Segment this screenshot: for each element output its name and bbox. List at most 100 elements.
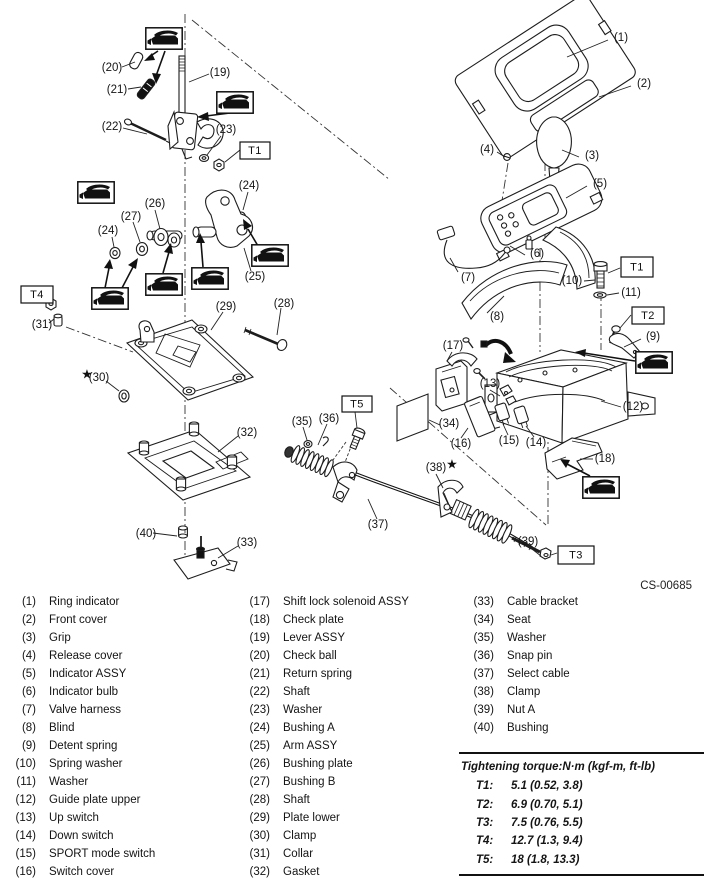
part-callout: (36)	[319, 413, 340, 425]
part-callout: (11)	[621, 287, 641, 299]
part-callout: (15)	[499, 435, 520, 447]
part-name: Valve harness	[49, 704, 122, 716]
part-callout: (4)	[480, 144, 494, 156]
part-callout: (38)	[426, 462, 447, 474]
part-callout: (31)	[32, 319, 53, 331]
valve-harness-part	[436, 225, 511, 269]
seat-part	[396, 393, 429, 442]
parts-list-item: (3)Grip	[6, 629, 236, 647]
part-callout: (1)	[614, 32, 628, 44]
indicator-skirt	[542, 226, 596, 290]
parts-list-item: (4) Release cover	[6, 647, 236, 665]
blind-part	[461, 260, 568, 321]
part-name: Nut A	[507, 704, 536, 716]
part-number: (13)	[15, 812, 36, 824]
part-callout: (17)	[443, 340, 464, 352]
part-name: Release cover	[49, 650, 123, 662]
part-number: (23)	[249, 704, 270, 716]
clamp38-part	[437, 479, 464, 518]
torque-tag: T3	[557, 545, 595, 565]
torque-row: T3: 7.5 (0.76, 5.5)	[459, 814, 704, 832]
part-name: SPORT mode switch	[49, 848, 156, 860]
part-number: (15)	[15, 848, 36, 860]
part-number: (24)	[249, 722, 270, 734]
parts-list-item: (31)Collar	[240, 845, 460, 863]
torque-value: 12.7 (1.3, 9.4)	[511, 835, 583, 848]
part-name: Clamp	[283, 830, 317, 842]
torque-value: 7.5 (0.76, 5.5)	[511, 816, 583, 829]
grease-icon	[91, 287, 129, 310]
part-name: Indicator bulb	[49, 686, 119, 698]
parts-list-item: (9)Detent spring	[6, 737, 236, 755]
part-number: (17)	[249, 596, 270, 608]
parts-list: (1)Ring indicator(2)Front cover(3)Grip(4…	[0, 593, 706, 887]
star-icon: ★	[81, 366, 93, 381]
gasket-bolt	[226, 454, 238, 470]
part-name: Ring indicator	[49, 596, 120, 608]
part-number: (22)	[249, 686, 270, 698]
parts-list-item: (26)Bushing plate	[240, 755, 460, 773]
part-number: (19)	[249, 632, 270, 644]
part-name: Seat	[507, 614, 531, 626]
spring-washer-bolt-part	[593, 261, 608, 289]
part-name: Check ball	[283, 650, 337, 662]
gasket-bolt	[175, 476, 187, 492]
gasket-bolt	[138, 440, 150, 456]
parts-list-item: (32)Gasket	[240, 863, 460, 881]
torque-row: T1:5.1 (0.52, 3.8)	[459, 777, 704, 795]
part-name: Bushing	[507, 722, 549, 734]
parts-list-item: (20)Check ball	[240, 647, 460, 665]
grease-icon	[191, 267, 229, 290]
harness-wire-black	[480, 338, 516, 363]
part-callout: (12)	[623, 401, 644, 413]
parts-list-item: (6) Indicator bulb	[6, 683, 236, 701]
part-name: Grip	[49, 632, 71, 644]
part-number: (37)	[473, 668, 494, 680]
parts-list-item: (12)Guide plate upper	[6, 791, 236, 809]
part-number: (6)	[21, 686, 36, 698]
torque-table-title: Tightening torque:N·m (kgf-m, ft-lb)	[461, 761, 655, 773]
switch-cover-part	[464, 395, 496, 438]
nut-a-part	[539, 547, 552, 560]
down-switch-part	[513, 405, 529, 429]
parts-list-item: (23) Washer	[240, 701, 460, 719]
part-callout: (22)	[102, 121, 123, 133]
check-plate-part	[544, 437, 603, 480]
washer11-part	[593, 291, 607, 299]
part-number: (27)	[249, 776, 270, 788]
torque-value: 18 (1.8, 13.3)	[511, 853, 580, 866]
torque-id: T4:	[476, 835, 494, 848]
part-callout: (8)	[490, 311, 504, 323]
part-name: Collar	[283, 848, 314, 860]
parts-list-item: (15) SPORT mode switch	[6, 845, 236, 863]
select-cable-part	[284, 445, 541, 554]
part-number: (28)	[249, 794, 270, 806]
parts-list-item: (33)Cable bracket	[464, 593, 704, 611]
part-number: (21)	[249, 668, 270, 680]
part-callout: (32)	[237, 427, 258, 439]
parts-list-item: (30)Clamp	[240, 827, 460, 845]
cable-bracket-part	[173, 536, 238, 580]
part-name: Washer	[283, 704, 323, 716]
parts-list-item: (17)Shift lock solenoid ASSY	[240, 593, 460, 611]
part-name: Return spring	[283, 668, 353, 680]
torque-id: T3:	[476, 816, 494, 829]
parts-list-item: (27)Bushing B	[240, 773, 460, 791]
parts-list-item: (24)Bushing A	[240, 719, 460, 737]
indicator-bulb-part	[525, 235, 533, 250]
parts-list-item: (19)Lever ASSY	[240, 629, 460, 647]
star-marks: ★★	[81, 366, 458, 471]
part-name: Gasket	[283, 866, 320, 878]
part-name: Down switch	[49, 830, 114, 842]
parts-list-item: (7)Valve harness	[6, 701, 236, 719]
part-callout: (26)	[145, 198, 166, 210]
shaft22-part	[123, 118, 171, 144]
release-cover-part	[503, 153, 511, 161]
part-number: (4)	[21, 650, 36, 662]
part-name: Guide plate upper	[49, 794, 141, 806]
torque-table: Tightening torque:N·m (kgf-m, ft-lb) T1:…	[459, 752, 704, 876]
parts-list-item: (38)Clamp	[464, 683, 704, 701]
grease-icon	[145, 273, 183, 296]
